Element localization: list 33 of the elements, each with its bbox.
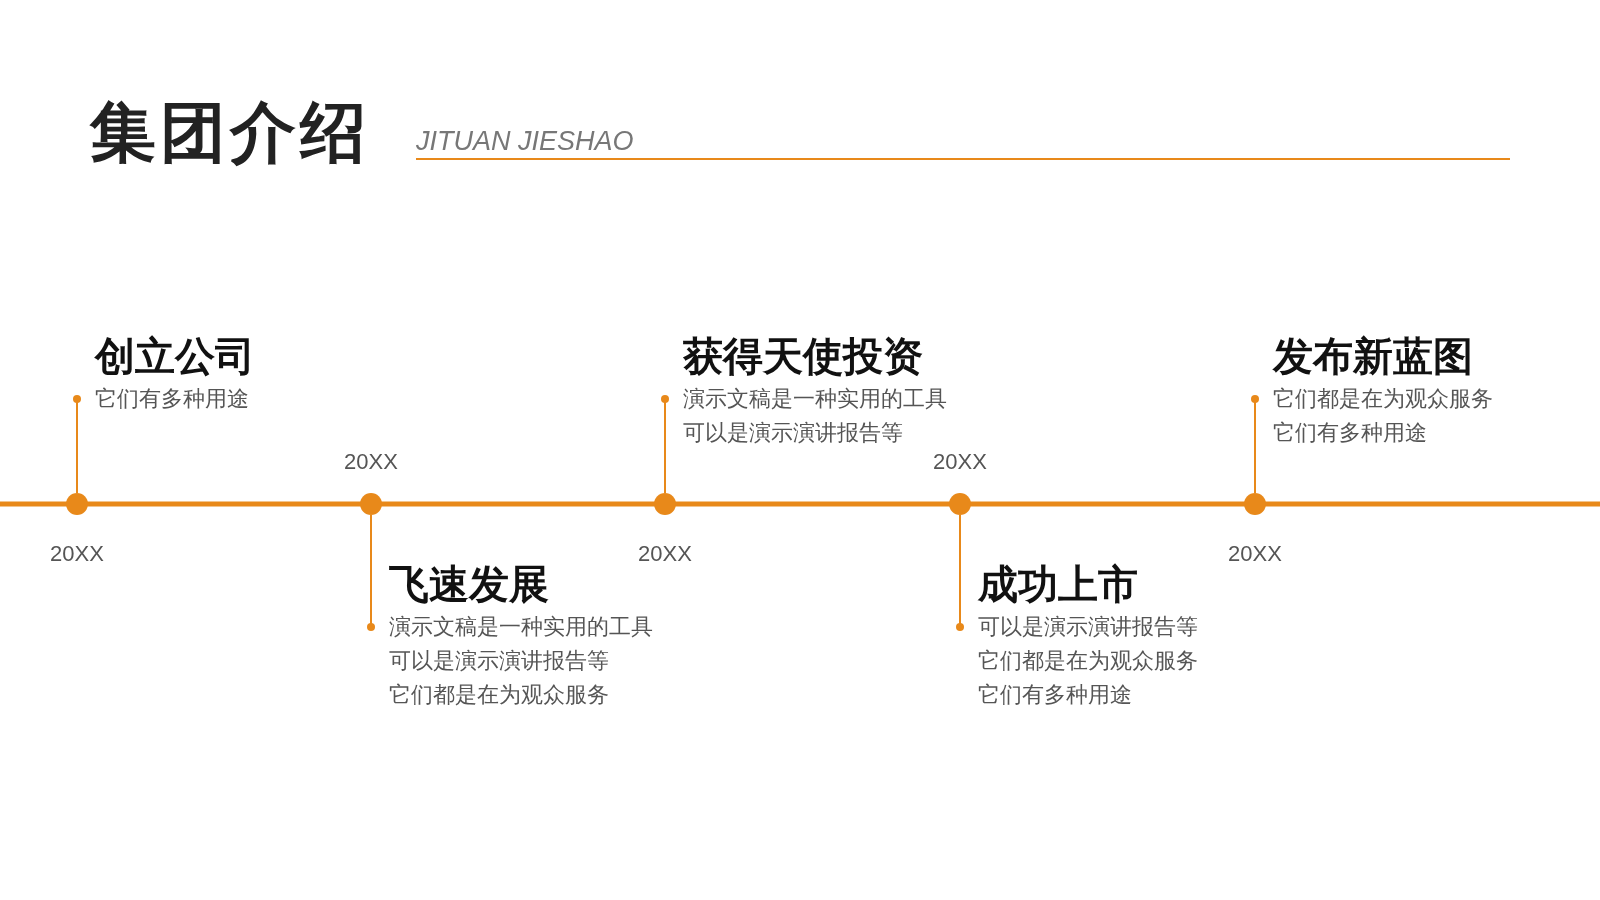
event-text: 它们都是在为观众服务 <box>978 647 1199 675</box>
event-text: 它们都是在为观众服务 <box>1273 385 1494 413</box>
year-label: 20XX <box>343 448 399 476</box>
event-text: 它们有多种用途 <box>1273 419 1428 447</box>
timeline-dot <box>66 493 88 515</box>
event-text: 演示文稿是一种实用的工具 <box>389 613 654 641</box>
connector-line <box>367 514 375 631</box>
timeline-dot <box>949 493 971 515</box>
timeline-dot <box>654 493 676 515</box>
connector-line <box>1251 395 1259 494</box>
year-label: 20XX <box>637 540 693 568</box>
connector-line <box>956 514 964 631</box>
event-heading: 获得天使投资 <box>683 333 924 380</box>
connector-line <box>73 395 81 494</box>
event-heading: 成功上市 <box>978 561 1139 608</box>
timeline-dot <box>1244 493 1266 515</box>
connector-line <box>661 395 669 494</box>
event-text: 可以是演示演讲报告等 <box>683 419 904 447</box>
event-text: 可以是演示演讲报告等 <box>978 613 1199 641</box>
year-label: 20XX <box>1227 540 1283 568</box>
event-text: 它们有多种用途 <box>95 385 250 413</box>
event-heading: 创立公司 <box>95 333 256 380</box>
event-text: 可以是演示演讲报告等 <box>389 647 610 675</box>
event-text: 演示文稿是一种实用的工具 <box>683 385 948 413</box>
timeline-dot <box>360 493 382 515</box>
year-label: 20XX <box>49 540 105 568</box>
year-label: 20XX <box>932 448 988 476</box>
event-text: 它们有多种用途 <box>978 681 1133 709</box>
event-heading: 飞速发展 <box>389 561 550 608</box>
subtitle: JITUAN JIESHAO <box>416 125 634 158</box>
event-text: 它们都是在为观众服务 <box>389 681 610 709</box>
event-heading: 发布新蓝图 <box>1273 333 1474 380</box>
page-title: 集团介绍 <box>90 94 370 171</box>
